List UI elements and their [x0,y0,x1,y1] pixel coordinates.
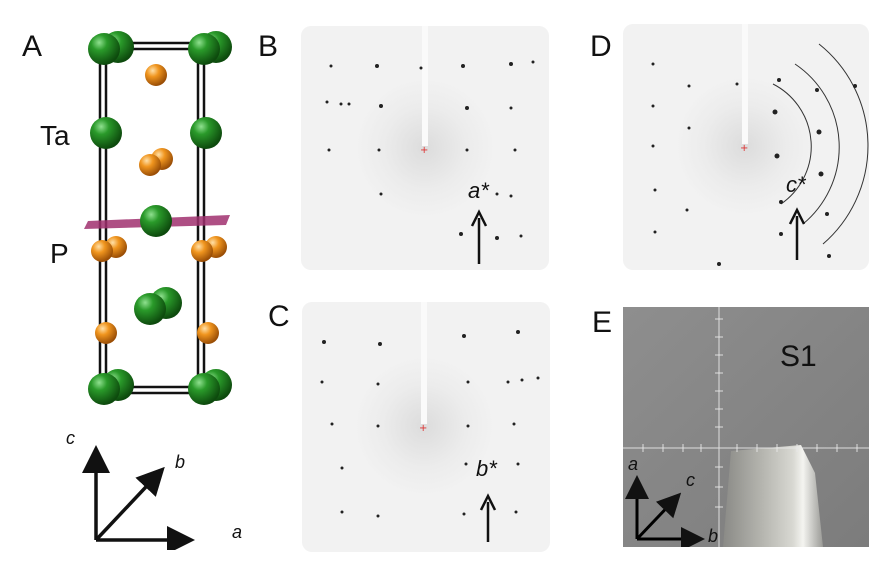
photo-axis-label-a: a [628,454,639,474]
p-atoms [91,64,227,344]
svg-text:+: + [740,143,748,154]
diffraction-pattern-c: + [302,302,550,552]
panel-label-e: E [592,306,613,339]
photo-axis-label-c: c [686,470,695,490]
axis-label-b: b [175,452,186,472]
panel-label-b: B [258,30,279,63]
svg-text:+: + [420,145,428,156]
sample-photo [623,307,869,547]
crystal-axes [82,445,195,550]
reciprocal-label-c-star: c* [786,172,806,197]
sample-label: S1 [780,340,817,373]
element-label-p: P [50,238,69,269]
diffraction-pattern-b: + [301,26,549,270]
panel-label-d: D [590,30,612,63]
crystal-sample [723,445,823,547]
panel-label-a: A [22,30,43,63]
reciprocal-label-b-star: b* [476,456,497,481]
svg-text:+: + [419,423,427,434]
photo-axis-label-b: b [708,526,719,546]
panel-label-c: C [268,300,290,333]
reciprocal-label-a-star: a* [468,178,489,203]
element-label-ta: Ta [40,120,70,151]
ta-atoms [88,31,232,405]
scale-ticks [642,318,858,508]
crystal-structure [84,31,232,405]
axis-label-c: c [66,428,75,448]
diffraction-pattern-d: + [623,24,869,270]
axis-label-a: a [232,522,243,542]
